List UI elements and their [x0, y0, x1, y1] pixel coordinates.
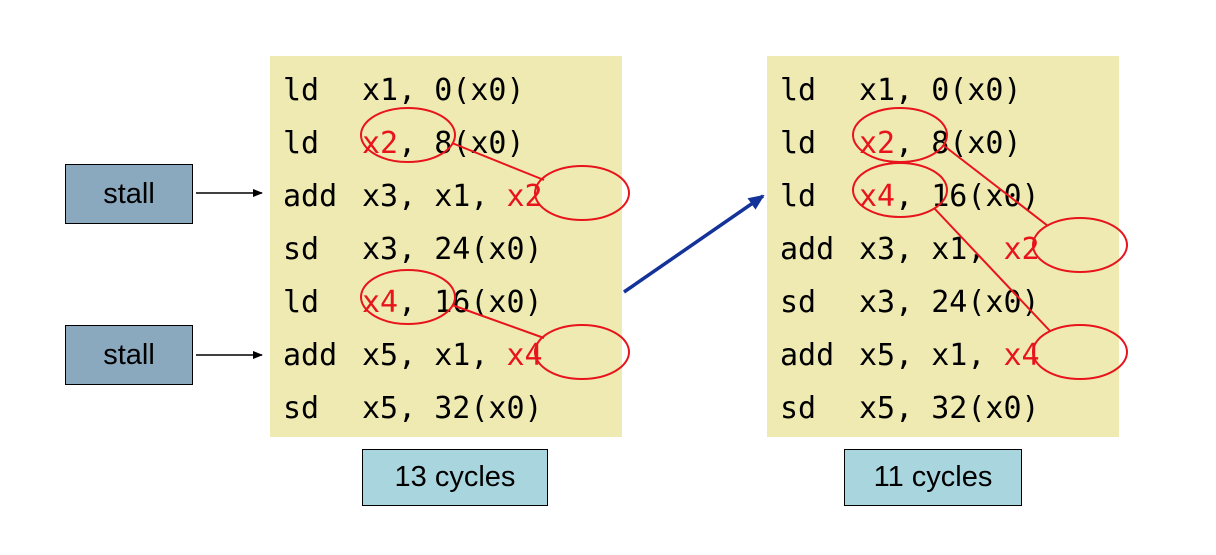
dependency-ellipse: [534, 324, 630, 380]
operands: x3, 24(x0): [859, 285, 1040, 320]
operands: x4, 16(x0): [362, 285, 543, 320]
operands: x1, 0(x0): [362, 73, 525, 108]
dependency-ellipse: [852, 107, 948, 163]
code-line: add x5, x1, x4: [767, 329, 1119, 382]
code-line: sd x3, 24(x0): [767, 276, 1119, 329]
operands: x5, 32(x0): [362, 391, 543, 426]
dependency-ellipse: [360, 269, 456, 325]
transform-arrow: [623, 194, 765, 294]
operands: x5, x1, x4: [362, 338, 543, 373]
dependency-ellipse: [360, 107, 456, 163]
dependency-line: [451, 142, 545, 181]
right-code-block: ld x1, 0(x0) ld x2, 8(x0) ld x4, 16(x0) …: [767, 56, 1119, 437]
code-line: ld x2, 8(x0): [270, 117, 622, 170]
opcode: ld: [780, 126, 817, 161]
opcode: sd: [780, 391, 817, 426]
code-line: sd x5, 32(x0): [767, 382, 1119, 435]
code-line: sd x5, 32(x0): [270, 382, 622, 435]
dependency-line: [451, 304, 545, 339]
dependency-line: [942, 144, 1049, 227]
opcode: ld: [780, 179, 817, 214]
opcode: add: [780, 232, 835, 267]
opcode: add: [780, 338, 835, 373]
dependency-ellipse: [1032, 217, 1128, 273]
operands: x1, 0(x0): [859, 73, 1022, 108]
dependency-ellipse: [852, 162, 948, 218]
operands: x2, 8(x0): [362, 126, 525, 161]
operands: x5, 32(x0): [859, 391, 1040, 426]
dependency-line: [933, 207, 1051, 332]
dest-register-x4: x4: [362, 285, 399, 320]
operands: x5, x1, x4: [859, 338, 1040, 373]
dest-register-x2: x2: [362, 126, 399, 161]
opcode: sd: [283, 391, 320, 426]
operands: x4, 16(x0): [859, 179, 1040, 214]
opcode: sd: [780, 285, 817, 320]
operands: x3, x1, x2: [859, 232, 1040, 267]
opcode: sd: [283, 232, 320, 267]
stall-label-1: stall: [65, 164, 193, 224]
dest-register-x2: x2: [859, 126, 896, 161]
right-cycles-label: 11 cycles: [844, 449, 1022, 506]
code-line: ld x4, 16(x0): [767, 170, 1119, 223]
code-line: sd x3, 24(x0): [270, 223, 622, 276]
left-cycles-label: 13 cycles: [362, 449, 548, 506]
dependency-ellipse: [1032, 324, 1128, 380]
stall-label-2: stall: [65, 325, 193, 385]
opcode: ld: [780, 73, 817, 108]
code-line: add x3, x1, x2: [767, 223, 1119, 276]
code-line: ld x1, 0(x0): [270, 64, 622, 117]
code-line: add x5, x1, x4: [270, 329, 622, 382]
opcode: ld: [283, 73, 320, 108]
code-line: ld x4, 16(x0): [270, 276, 622, 329]
dependency-ellipse: [534, 165, 630, 221]
code-line: ld x1, 0(x0): [767, 64, 1119, 117]
code-line: add x3, x1, x2: [270, 170, 622, 223]
opcode: add: [283, 179, 338, 214]
operands: x3, 24(x0): [362, 232, 543, 267]
opcode: add: [283, 338, 338, 373]
operands: x3, x1, x2: [362, 179, 543, 214]
opcode: ld: [283, 285, 320, 320]
opcode: ld: [283, 126, 320, 161]
